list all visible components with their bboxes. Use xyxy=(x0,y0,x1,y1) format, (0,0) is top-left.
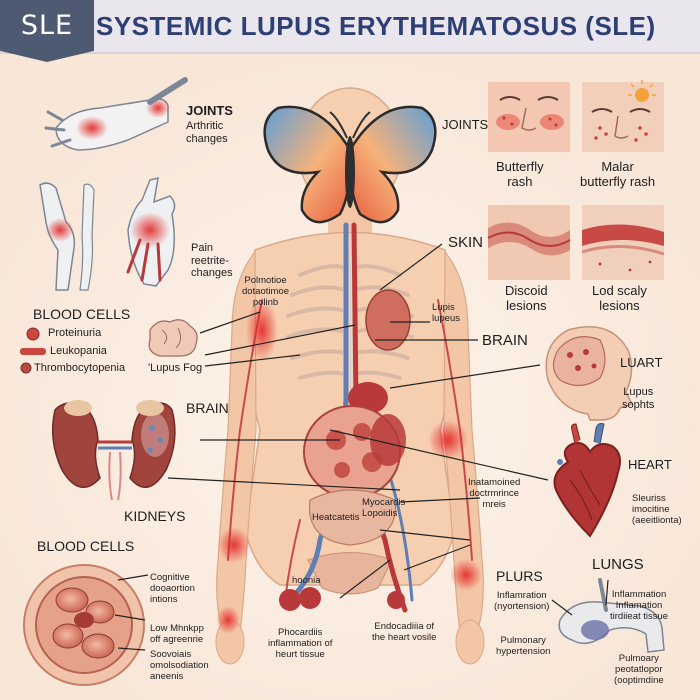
butterfly-icon xyxy=(263,105,437,224)
label-luart: LUART xyxy=(620,355,663,370)
label-brain-left: BRAIN xyxy=(186,400,229,416)
inflamed-hand-illustration xyxy=(126,176,176,287)
label-heart: HEART xyxy=(628,457,672,472)
label-hoonia: hoonia xyxy=(292,575,321,586)
label-soovoiais: Soovoiais omolsodiation aneenis xyxy=(150,649,209,682)
label-myocardis: Myocardis Lopoidis xyxy=(362,497,406,519)
annotation-lines xyxy=(114,243,609,651)
knee-joint-illustration xyxy=(39,182,95,291)
label-butterfly-rash: Butterfly rash xyxy=(496,159,544,189)
label-endocadiiia: Endocadiiia of the heart vosile xyxy=(372,621,437,643)
label-inflammation-tissue: Inflammation Inflamation tirdiieat tissu… xyxy=(610,589,669,622)
label-lupus-fog: 'Lupus Fog xyxy=(148,362,203,374)
discoid-lesion-panel xyxy=(487,205,571,280)
label-phocardiis: Phocardiis inflammation of heurt tissue xyxy=(268,627,333,660)
label-thrombocytopenia: Thrombocytopenia xyxy=(34,362,126,374)
label-arthritic-changes: Arthritic changes xyxy=(186,120,228,145)
blood-cells-magnified-illustration xyxy=(23,564,145,686)
label-cognitive: Cognitive dooaortion intions xyxy=(150,572,195,605)
label-inflam-doctrine: Inatamoined doctrmrince mreis xyxy=(468,477,521,510)
label-pulmonary-hypertension: Pulmonary hypertension xyxy=(496,635,551,657)
label-malar-rash: Malar butterfly rash xyxy=(580,159,656,189)
label-pain-changes: Pain reetrite- changes xyxy=(191,242,233,280)
internal-organs xyxy=(279,289,411,611)
label-pulmonary-bottom: Pulmoary peotatlopor (ooptimdine xyxy=(614,653,664,686)
label-plurs: PLURS xyxy=(496,568,543,584)
label-lupis-lupeus: Lupis lupeus xyxy=(432,302,460,324)
label-inflamration: Inflamration (nyortension) xyxy=(494,590,550,612)
label-discoid-lesions: Discoid lesions xyxy=(505,283,548,313)
label-lungs: LUNGS xyxy=(592,556,644,573)
title-banner xyxy=(0,0,700,54)
label-kidneys: KIDNEYS xyxy=(124,508,186,524)
label-brain-right: BRAIN xyxy=(482,332,528,349)
label-joints-left: JOINTS xyxy=(186,103,233,118)
label-low-mhnkpp: Low Mhnkpp off agreenrie xyxy=(150,623,204,645)
badge-text: SLE xyxy=(20,10,74,41)
label-heatcatetis: Heatcatetis xyxy=(312,512,360,523)
label-blood-cells-top: BLOOD CELLS xyxy=(33,306,131,322)
arthritic-hand-illustration xyxy=(44,77,188,151)
sle-badge: SLE xyxy=(0,0,94,62)
label-polmotioe: Polmotioe dotaotimoe polinb xyxy=(242,275,290,308)
malar-rash-face-panel xyxy=(582,80,664,152)
label-lupus-sophts: Lupus sophts xyxy=(622,386,655,411)
heart-illustration xyxy=(553,423,621,538)
blood-cell-legend-icons xyxy=(20,327,46,374)
lungs-illustration xyxy=(558,578,665,653)
scaly-lesion-panel xyxy=(581,205,665,280)
label-skin: SKIN xyxy=(448,234,484,251)
kidneys-illustration xyxy=(51,400,176,501)
label-blood-cells-bottom: BLOOD CELLS xyxy=(37,538,135,554)
label-joints-right: JOINTS xyxy=(442,117,489,132)
label-proteinuria: Proteinuria xyxy=(48,327,102,339)
label-lod-scaly-lesions: Lod scaly lesions xyxy=(592,283,647,313)
brain-head-profile-illustration xyxy=(545,326,634,421)
butterfly-rash-face-panel xyxy=(488,82,570,152)
label-sleuriss: Sleuriss imocitine (aeeitlionta) xyxy=(632,493,682,526)
label-leukopenia: Leukopania xyxy=(50,345,107,357)
page-title: SYSTEMIC LUPUS ERYTHEMATOSUS (SLE) xyxy=(96,11,656,41)
lupus-fog-icon xyxy=(148,319,198,357)
